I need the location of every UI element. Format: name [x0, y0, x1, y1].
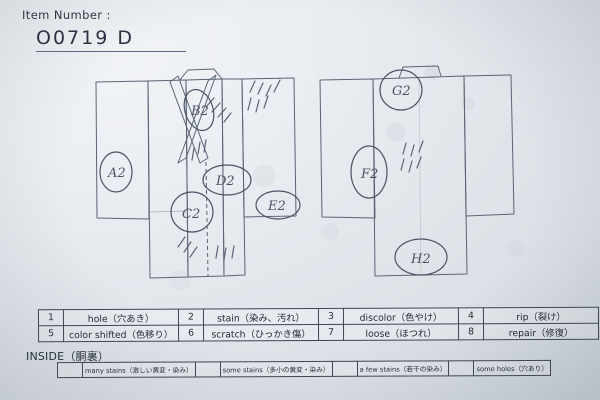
inside-option-label[interactable]: some holes（穴あり）	[473, 360, 551, 376]
inside-option-label[interactable]: a few stains（若干の染み）	[357, 360, 450, 377]
legend-desc[interactable]: discolor（色やけ）	[343, 307, 459, 325]
mark-label-G2: G2	[392, 84, 411, 99]
inside-checkbox[interactable]	[57, 362, 83, 378]
mark-A2	[99, 151, 133, 193]
legend-desc[interactable]: stain（染み、汚れ）	[203, 308, 319, 326]
mark-E2	[255, 190, 301, 220]
kimono-back-view[interactable]: G2 F2 H2	[313, 62, 538, 292]
inside-option-label[interactable]: some stains（多小の黄変・染み）	[220, 361, 333, 377]
inside-checkbox[interactable]	[195, 361, 221, 377]
legend-desc[interactable]: repair（修復）	[483, 323, 599, 340]
item-number-label: Item Number :	[22, 8, 111, 22]
mark-C2	[170, 191, 214, 233]
item-number-value: O0719 D	[36, 27, 134, 49]
legend-desc[interactable]: rip（裂け）	[483, 307, 599, 324]
legend-desc[interactable]: hole（穴あき）	[63, 309, 179, 326]
damage-hatch-marks	[177, 79, 281, 261]
legend-desc[interactable]: color shifted（色移り）	[63, 325, 179, 342]
mark-label-D2: D2	[215, 174, 235, 189]
legend-code[interactable]: 1	[38, 309, 64, 326]
form-header: Item Number : O0719 D	[22, 8, 186, 52]
table-row: 5 color shifted（色移り） 6 scratch（ひっかき傷） 7 …	[38, 323, 599, 342]
inside-option-label[interactable]: many stains（激しい黄変・染み）	[82, 361, 196, 378]
inside-section-label: INSIDE（胴裏）	[26, 350, 110, 363]
legend-code[interactable]: 8	[458, 323, 484, 340]
mark-label-C2: C2	[182, 207, 200, 222]
inside-checkbox[interactable]	[448, 360, 475, 376]
damage-code-legend-table: 1 hole（穴あき） 2 stain（染み、汚れ） 3 discolor（色や…	[38, 307, 599, 342]
mark-label-B2: B2	[190, 104, 209, 119]
legend-code[interactable]: 3	[318, 308, 344, 325]
damage-hatch-marks	[400, 140, 424, 173]
inside-checkbox[interactable]	[332, 361, 358, 377]
mark-label-E2: E2	[267, 199, 286, 214]
legend-code[interactable]: 7	[318, 324, 344, 341]
mark-label-A2: A2	[107, 166, 126, 181]
mark-label-F2: F2	[360, 167, 378, 182]
mark-label-H2: H2	[410, 252, 431, 267]
mark-D2	[202, 164, 252, 196]
legend-code[interactable]: 5	[38, 325, 64, 342]
legend-code[interactable]: 4	[458, 307, 484, 324]
kimono-front-view[interactable]: A2 B2 C2 D2 E2	[82, 62, 312, 292]
mark-H2	[394, 238, 448, 276]
inside-condition-table: many stains（激しい黄変・染み） some stains（多小の黄変・…	[57, 360, 551, 378]
legend-code[interactable]: 2	[178, 309, 204, 326]
mark-F2	[350, 145, 388, 199]
mark-B2	[183, 88, 215, 132]
legend-desc[interactable]: loose（ほつれ）	[343, 323, 459, 341]
table-row: many stains（激しい黄変・染み） some stains（多小の黄変・…	[57, 360, 551, 378]
legend-desc[interactable]: scratch（ひっかき傷）	[203, 324, 319, 342]
item-number-field[interactable]: O0719 D	[36, 27, 186, 52]
legend-code[interactable]: 6	[178, 325, 204, 342]
mark-G2	[379, 69, 423, 111]
